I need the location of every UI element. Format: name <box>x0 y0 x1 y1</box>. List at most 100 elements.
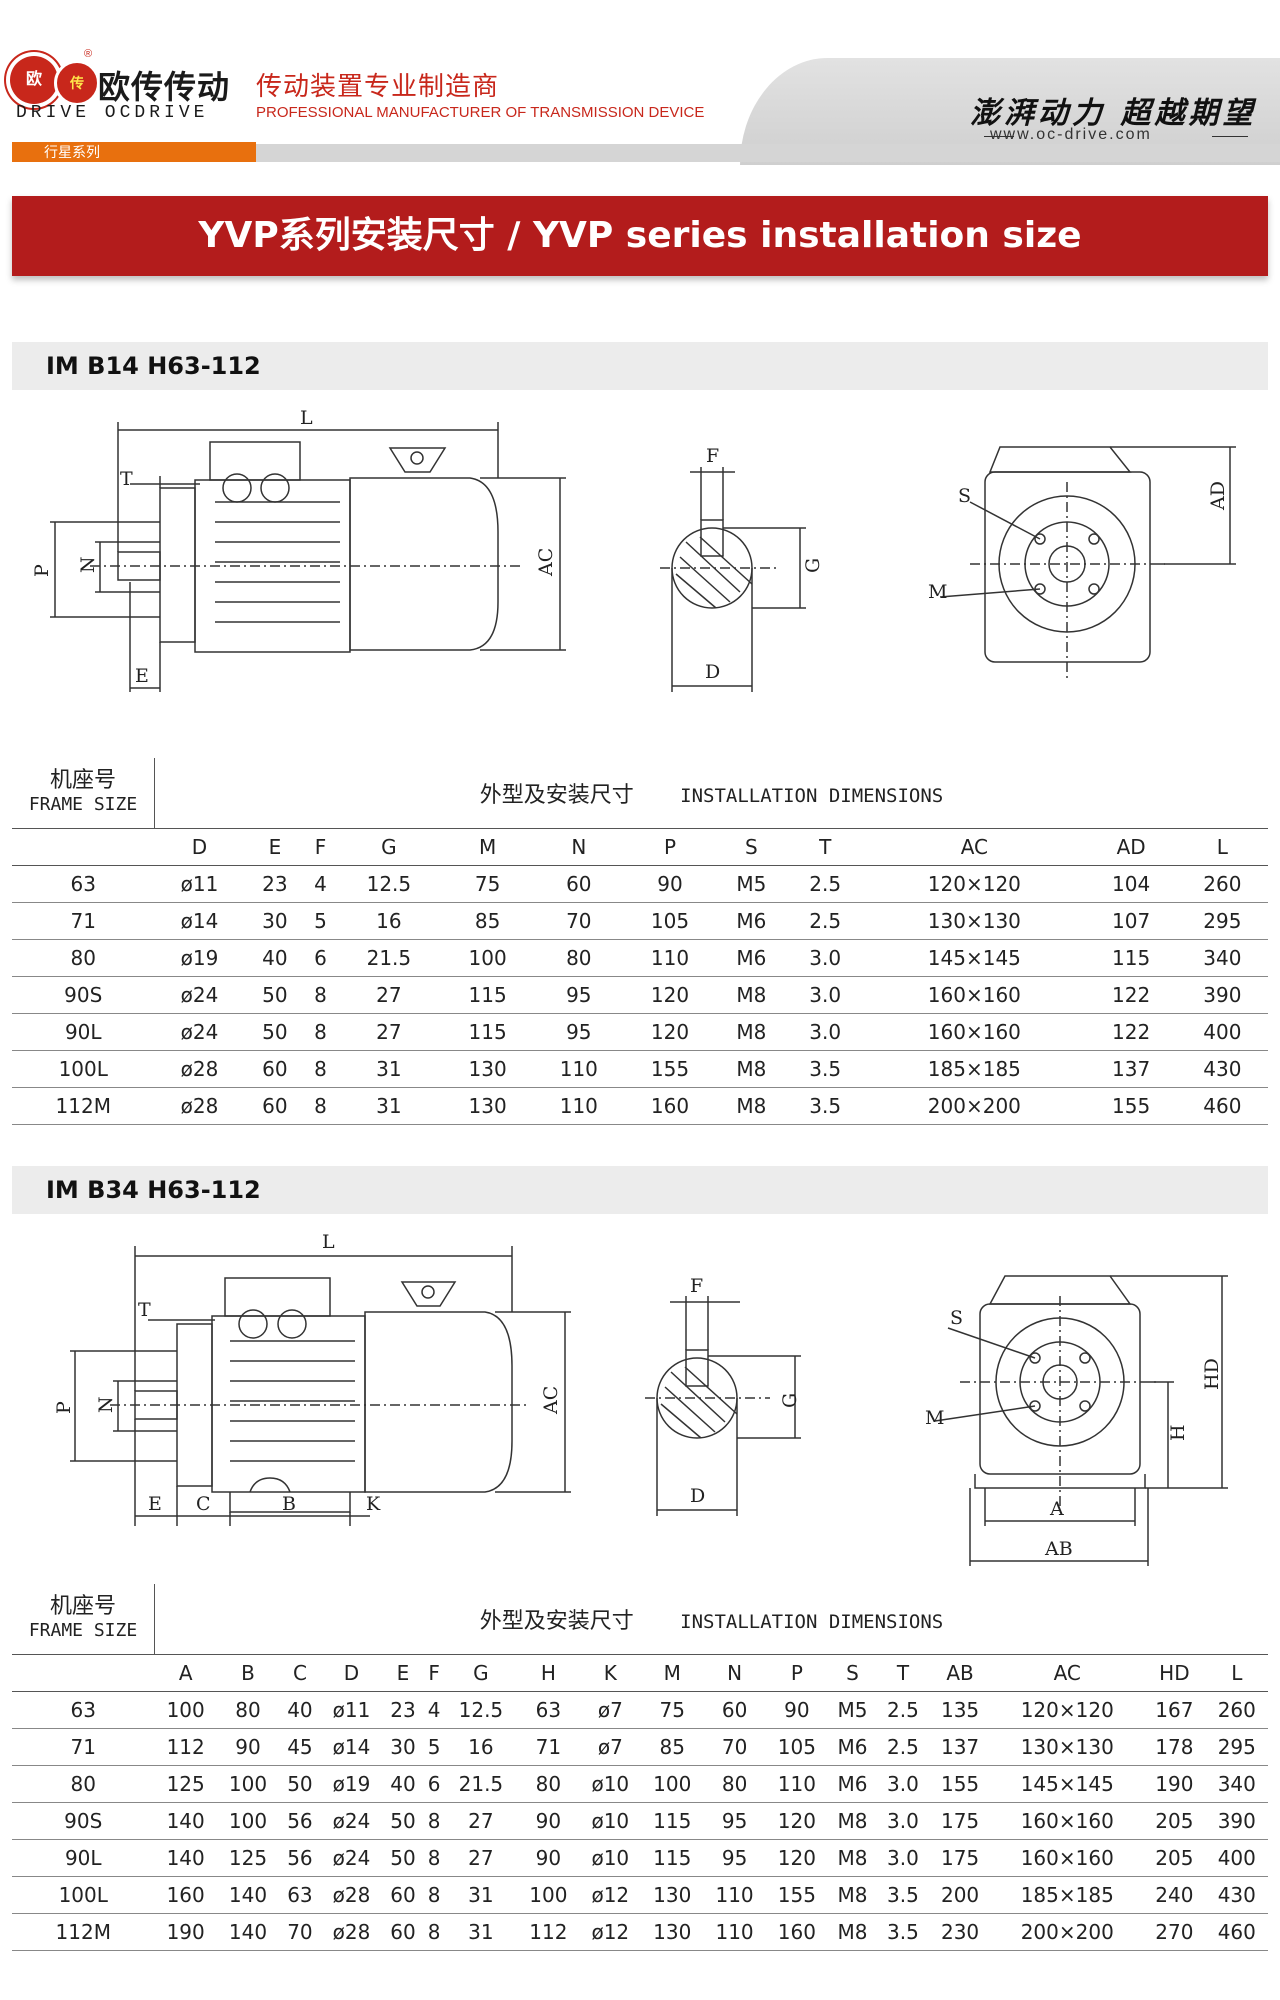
table-cell: 100 <box>641 1765 704 1803</box>
column-header-t: T <box>787 828 864 866</box>
table-cell: 105 <box>624 902 716 940</box>
column-header-m: M <box>442 828 534 866</box>
frame-size-en: FRAME SIZE <box>28 794 138 815</box>
table-cell: M6 <box>715 939 788 977</box>
table-cell: M8 <box>715 976 788 1014</box>
table-cell: 125 <box>154 1765 217 1803</box>
table-cell: 50 <box>244 976 306 1014</box>
table-cell: ø10 <box>579 1839 642 1877</box>
table-cell: 8 <box>305 1013 336 1051</box>
table-cell: 85 <box>442 902 534 940</box>
column-header-b: B <box>216 1654 280 1692</box>
table-cell: 12.5 <box>335 865 443 903</box>
column-header-m: M <box>641 1654 704 1692</box>
table-cell: 21.5 <box>335 939 443 977</box>
table-cell: 16 <box>335 902 443 940</box>
column-header-p: P <box>765 1654 829 1692</box>
column-header-t: T <box>877 1654 929 1692</box>
table-cell: 2.5 <box>787 902 864 940</box>
table-cell: 120 <box>624 1013 716 1051</box>
b34-end-view <box>934 1275 1228 1566</box>
table-cell: 21.5 <box>444 1765 518 1803</box>
table-cell: M6 <box>828 1765 877 1803</box>
table-cell: 120 <box>765 1802 829 1840</box>
table-cell: 460 <box>1205 1913 1268 1951</box>
table-cell: 16 <box>444 1728 518 1766</box>
website-rule-right <box>1212 136 1248 137</box>
table-cell: 31 <box>335 1050 443 1088</box>
table-cell: 31 <box>444 1876 518 1914</box>
table-cell: 70 <box>533 902 625 940</box>
logo-char-ou: 欧 <box>25 71 42 88</box>
table-cell: 3.5 <box>877 1913 929 1951</box>
table-cell: 27 <box>444 1839 518 1877</box>
label-AD: AD <box>1207 481 1229 511</box>
column-header-ad: AD <box>1085 828 1177 866</box>
frame-size-cn: 机座号 <box>49 1594 116 1619</box>
table-cell: 130 <box>641 1913 704 1951</box>
column-header-h: H <box>517 1654 580 1692</box>
tagline-en: PROFESSIONAL MANUFACTURER OF TRANSMISSIO… <box>256 104 705 121</box>
table-cell: 56 <box>279 1802 321 1840</box>
table-cell: ø24 <box>320 1802 383 1840</box>
label-M: M <box>928 581 947 603</box>
label-H: H <box>1167 1424 1189 1441</box>
table-cell: 45 <box>279 1728 321 1766</box>
column-header-d: D <box>320 1654 383 1692</box>
column-header-p: P <box>624 828 716 866</box>
installation-dimensions-header: 外型及安装尺寸 INSTALLATION DIMENSIONS <box>155 1584 1269 1655</box>
header-grey-bar <box>256 144 1280 162</box>
table-cell: 70 <box>703 1728 766 1766</box>
label-P: P <box>53 1401 75 1414</box>
brand-name-en: DRIVE OCDRIVE <box>16 103 209 123</box>
column-header-hd: HD <box>1143 1654 1206 1692</box>
column-header-s: S <box>828 1654 877 1692</box>
table-cell: M8 <box>828 1802 877 1840</box>
frame-size-cell: 63 <box>12 865 155 903</box>
frame-size-cn: 机座号 <box>49 768 116 793</box>
table-cell: 3.0 <box>787 976 864 1014</box>
table-cell: 56 <box>279 1839 321 1877</box>
column-header-k: K <box>579 1654 642 1692</box>
table-cell: 270 <box>1143 1913 1206 1951</box>
table-cell: 50 <box>382 1839 424 1877</box>
label-P: P <box>31 564 53 577</box>
column-header-n: N <box>533 828 625 866</box>
frame-size-cell: 112M <box>12 1913 155 1951</box>
table-cell: 3.0 <box>787 939 864 977</box>
table-cell: 12.5 <box>444 1691 518 1729</box>
table-cell: 95 <box>533 1013 625 1051</box>
table-cell: 4 <box>305 865 336 903</box>
table-cell: 40 <box>244 939 306 977</box>
b14-dimensions-table: 机座号 FRAME SIZE 外型及安装尺寸 INSTALLATION DIME… <box>12 758 1268 1125</box>
table-cell: 80 <box>216 1691 280 1729</box>
table-cell: 200×200 <box>863 1087 1086 1125</box>
table-cell: 155 <box>928 1765 992 1803</box>
website-url: www.oc-drive.com <box>990 126 1152 143</box>
series-tag-bar <box>12 142 256 162</box>
table-cell: 110 <box>703 1876 766 1914</box>
table-cell: 23 <box>382 1691 424 1729</box>
table-cell: ø24 <box>154 1013 245 1051</box>
dim-header-en: INSTALLATION DIMENSIONS <box>680 1611 944 1633</box>
table-cell: 85 <box>641 1728 704 1766</box>
table-cell: 31 <box>335 1087 443 1125</box>
table-cell: 3.5 <box>787 1050 864 1088</box>
page-title: YVP系列安装尺寸 / YVP series installation size <box>198 215 1082 256</box>
table-cell: 140 <box>154 1802 217 1840</box>
table-cell: M8 <box>828 1913 877 1951</box>
section2-title: IM B34 H63-112 <box>46 1176 261 1204</box>
table-cell: 31 <box>444 1913 518 1951</box>
table-cell: 27 <box>444 1802 518 1840</box>
table-cell: 120×120 <box>991 1691 1144 1729</box>
table-cell: ø7 <box>579 1728 642 1766</box>
